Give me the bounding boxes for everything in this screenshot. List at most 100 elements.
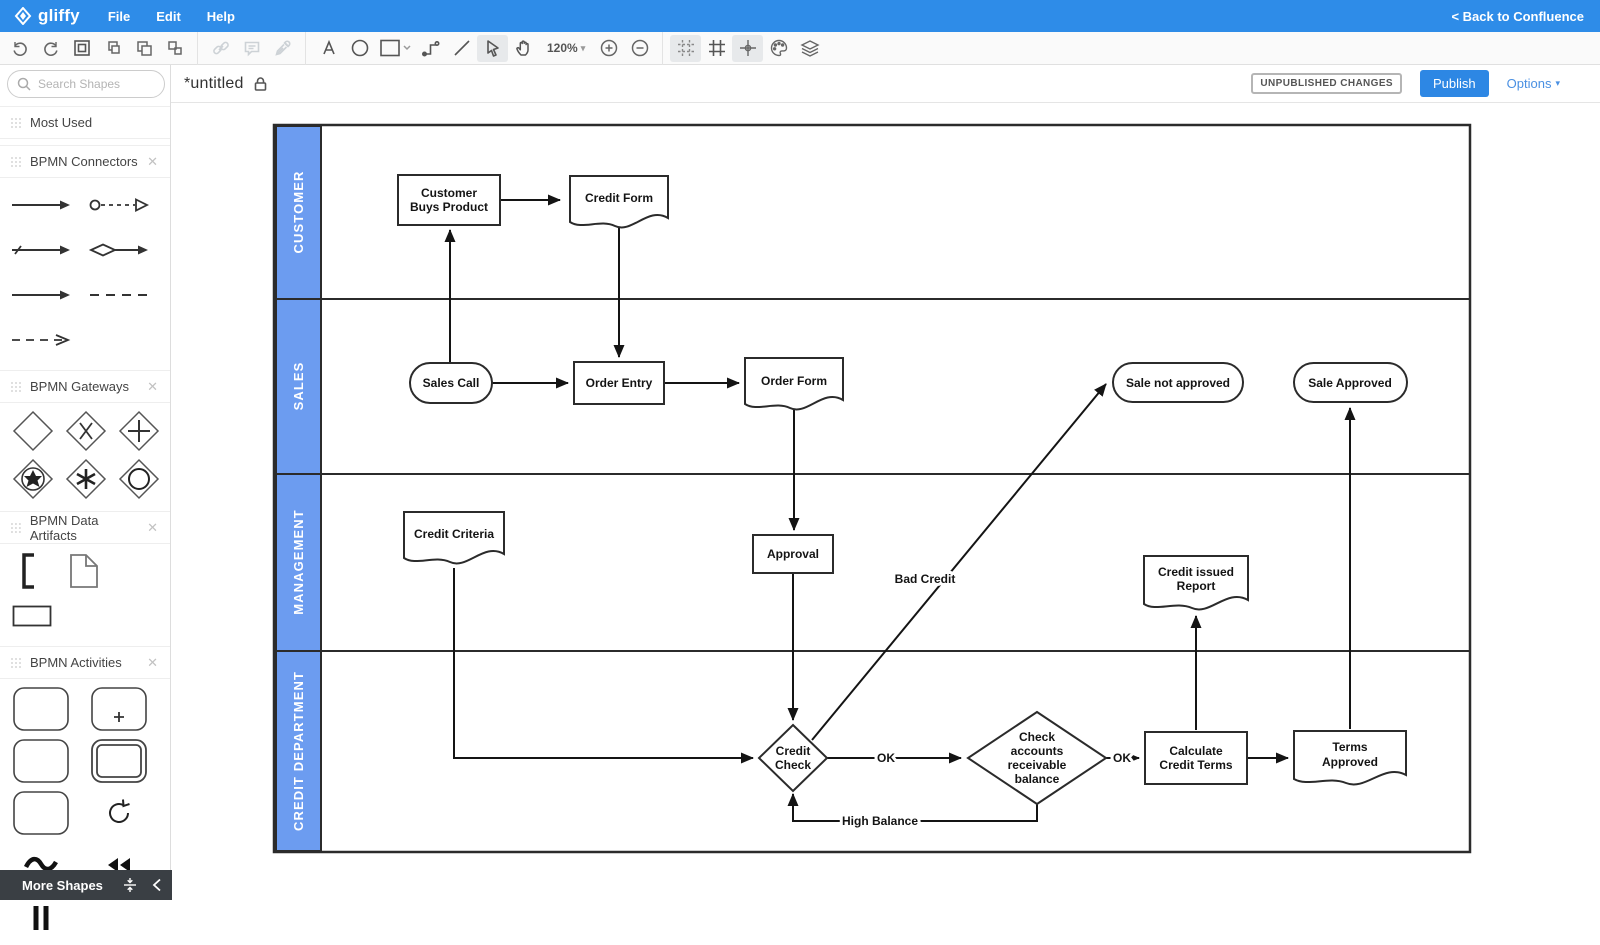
shape-transaction[interactable] xyxy=(81,735,156,787)
close-icon[interactable]: ✕ xyxy=(147,153,158,169)
connector-tool-button[interactable] xyxy=(415,35,446,62)
node-credit-issued-report[interactable]: Credit issued Report xyxy=(1143,555,1249,611)
publish-button[interactable]: Publish xyxy=(1420,70,1489,97)
search-shapes-input[interactable] xyxy=(7,70,165,98)
menu-file[interactable]: File xyxy=(107,8,131,24)
node-approval[interactable]: Approval xyxy=(752,534,834,574)
section-bpmn-gateways[interactable]: BPMN Gateways ✕ xyxy=(0,370,170,403)
shape-default-flow[interactable] xyxy=(3,227,78,272)
shape-task-2[interactable] xyxy=(3,735,78,787)
redo-button[interactable] xyxy=(35,35,66,62)
shape-data-object[interactable] xyxy=(56,548,112,593)
diagram-canvas[interactable]: CUSTOMER SALES MANAGEMENT CREDIT DEPARTM… xyxy=(171,103,1600,900)
node-check-accounts-receivable-balance[interactable]: Check accounts receivable balance xyxy=(966,710,1108,806)
node-credit-criteria[interactable]: Credit Criteria xyxy=(403,511,505,565)
line-tool-button[interactable] xyxy=(446,35,477,62)
shape-subprocess[interactable] xyxy=(81,683,156,735)
node-sale-approved[interactable]: Sale Approved xyxy=(1293,362,1408,403)
drag-handle-icon[interactable] xyxy=(10,657,22,669)
group-button[interactable] xyxy=(66,35,97,62)
close-icon[interactable]: ✕ xyxy=(147,519,158,535)
theme-button[interactable] xyxy=(763,35,794,62)
shape-sequence-flow[interactable] xyxy=(3,182,78,227)
send-backward-button[interactable] xyxy=(159,35,190,62)
shape-loop-marker[interactable] xyxy=(81,787,156,839)
shape-compensation-marker[interactable] xyxy=(81,839,156,891)
layers-button[interactable] xyxy=(794,35,825,62)
edge-high-balance-loop[interactable] xyxy=(787,793,1038,822)
grid-button[interactable] xyxy=(701,35,732,62)
shape-annotation-rect[interactable] xyxy=(3,593,61,638)
section-bpmn-data-artifacts[interactable]: BPMN Data Artifacts ✕ xyxy=(0,511,170,544)
node-sale-not-approved[interactable]: Sale not approved xyxy=(1112,362,1244,403)
shape-task[interactable] xyxy=(3,683,78,735)
shape-gateway-parallel[interactable] xyxy=(113,407,165,455)
lane-header-sales[interactable] xyxy=(275,298,322,475)
shape-gateway-exclusive[interactable] xyxy=(60,407,112,455)
drag-handle-icon[interactable] xyxy=(10,156,22,168)
drag-handle-icon[interactable] xyxy=(10,522,22,534)
comment-button[interactable] xyxy=(236,35,267,62)
document-title[interactable]: *untitled xyxy=(184,74,244,92)
ungroup-button[interactable] xyxy=(97,35,128,62)
menu-help[interactable]: Help xyxy=(206,8,235,24)
lane-header-credit-department[interactable] xyxy=(275,650,322,852)
node-order-form[interactable]: Order Form xyxy=(744,357,844,411)
select-tool-button[interactable] xyxy=(477,34,508,62)
node-sales-call[interactable]: Sales Call xyxy=(409,362,493,404)
pan-tool-button[interactable] xyxy=(508,35,539,62)
menu-edit[interactable]: Edit xyxy=(156,8,181,24)
node-credit-check[interactable]: Credit Check xyxy=(757,723,829,793)
edge-credit-criteria-to-credit-check[interactable] xyxy=(453,568,754,764)
svg-text:Sale not approved: Sale not approved xyxy=(1126,376,1230,390)
zoom-in-button[interactable] xyxy=(593,35,624,62)
shape-conditional-flow[interactable] xyxy=(81,227,156,272)
bring-forward-button[interactable] xyxy=(128,35,159,62)
shape-gateway-inclusive-star[interactable] xyxy=(60,455,112,503)
shape-message-flow[interactable] xyxy=(81,182,156,227)
node-terms-approved[interactable]: Terms Approved xyxy=(1293,730,1407,786)
zoom-level-dropdown[interactable]: 120% ▾ xyxy=(539,41,593,55)
shape-directed-line[interactable] xyxy=(3,272,78,317)
shape-group-bracket[interactable] xyxy=(3,548,53,593)
section-bpmn-connectors[interactable]: BPMN Connectors ✕ xyxy=(0,145,170,178)
shape-gateway-event-based[interactable] xyxy=(113,455,165,503)
snap-to-grid-button[interactable] xyxy=(670,34,702,62)
edge-bad-credit-to-sale-not-approved[interactable] xyxy=(811,383,1107,741)
close-icon[interactable]: ✕ xyxy=(147,378,158,394)
lock-icon[interactable] xyxy=(253,76,268,92)
eyedropper-button[interactable] xyxy=(267,35,298,62)
options-dropdown[interactable]: Options ▾ xyxy=(1507,76,1560,91)
back-to-confluence-link[interactable]: < Back to Confluence xyxy=(1451,8,1584,24)
zoom-out-button[interactable] xyxy=(624,35,655,62)
lane-header-customer[interactable] xyxy=(275,125,322,300)
undo-button[interactable] xyxy=(4,35,35,62)
shape-gateway-complex-filled[interactable] xyxy=(7,455,59,503)
chevron-left-icon[interactable] xyxy=(152,878,162,892)
text-tool-button[interactable] xyxy=(313,35,344,62)
line-tool-icon xyxy=(453,40,470,56)
shape-dashed-line[interactable] xyxy=(81,272,156,317)
section-most-used[interactable]: Most Used xyxy=(0,106,170,139)
shape-gateway[interactable] xyxy=(7,407,59,455)
drag-handle-icon[interactable] xyxy=(10,117,22,129)
shape-dashed-open-arrow[interactable] xyxy=(3,317,78,362)
node-credit-form[interactable]: Credit Form xyxy=(569,175,669,229)
rectangle-tool-button[interactable] xyxy=(375,35,415,62)
link-button[interactable] xyxy=(205,35,236,62)
close-icon[interactable]: ✕ xyxy=(147,654,158,670)
top-bar: gliffy File Edit Help < Back to Confluen… xyxy=(0,0,1600,32)
shape-task-3[interactable] xyxy=(3,787,78,839)
drag-handle-icon[interactable] xyxy=(10,381,22,393)
node-calculate-credit-terms[interactable]: Calculate Credit Terms xyxy=(1144,731,1248,785)
node-customer-buys-product[interactable]: Customer Buys Product xyxy=(397,174,501,226)
section-bpmn-activities[interactable]: BPMN Activities ✕ xyxy=(0,646,170,679)
guides-button[interactable] xyxy=(732,34,764,62)
lane-header-management[interactable] xyxy=(275,473,322,652)
shape-adhoc-marker[interactable] xyxy=(3,839,78,891)
more-shapes-bar[interactable]: More Shapes xyxy=(0,870,172,900)
collapse-panels-icon[interactable] xyxy=(122,877,138,893)
ellipse-tool-button[interactable] xyxy=(344,35,375,62)
pool-frame[interactable] xyxy=(272,123,1472,854)
node-order-entry[interactable]: Order Entry xyxy=(573,361,665,405)
